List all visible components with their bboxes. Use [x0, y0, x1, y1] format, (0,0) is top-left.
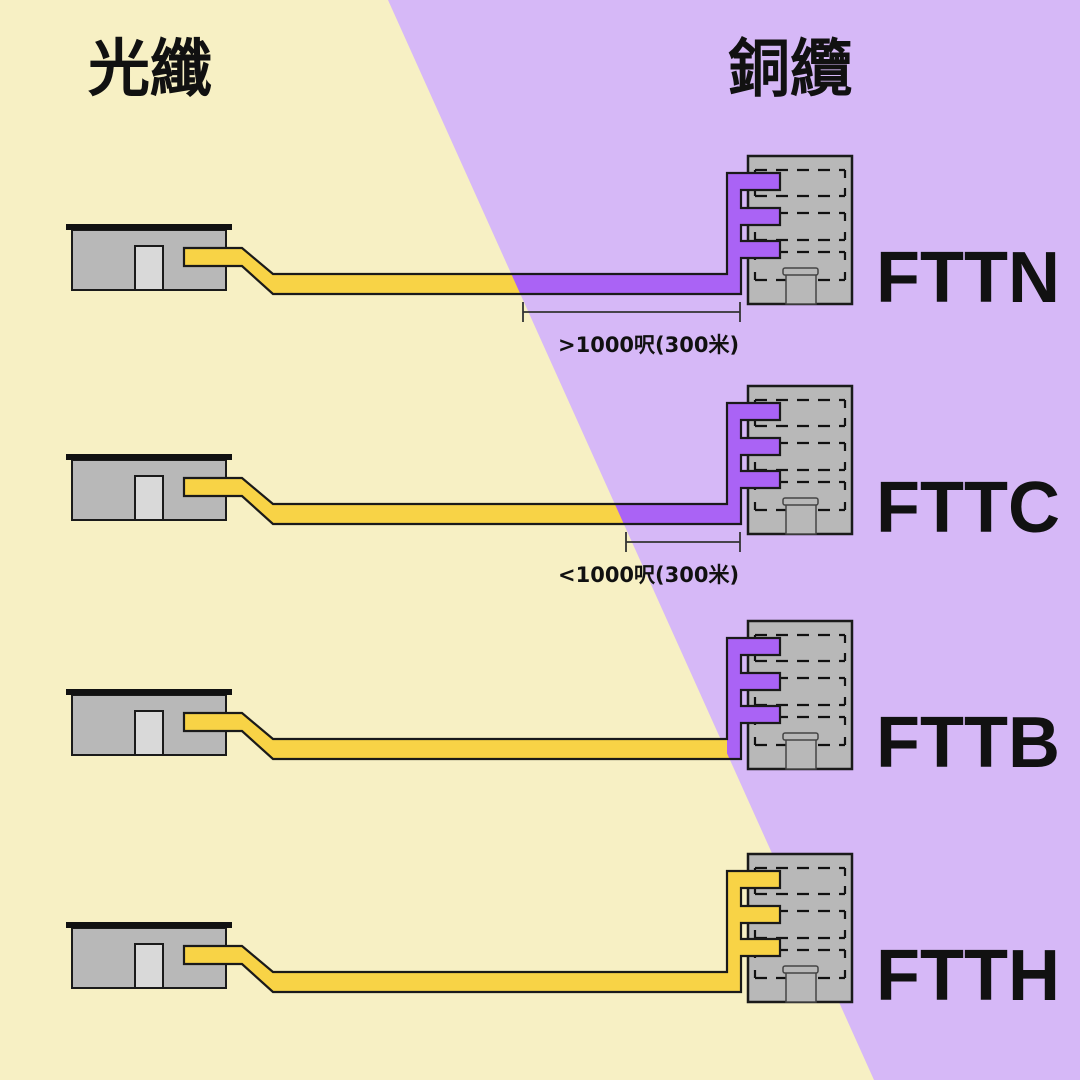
house-door	[134, 245, 164, 291]
floor-corner	[753, 737, 847, 745]
copper-cable	[388, 403, 780, 524]
row-fttc: FTTC <1000呎(300米)	[66, 384, 1060, 587]
copper-background	[388, 0, 1080, 1080]
house-door	[134, 475, 164, 521]
cable-outline	[182, 636, 782, 761]
house-roof	[66, 689, 232, 695]
building-entrance	[785, 971, 817, 1003]
building-entrance	[785, 738, 817, 770]
row-label-fttn: FTTN	[876, 238, 1060, 318]
house-roof	[66, 454, 232, 460]
fiber-cable	[184, 638, 780, 759]
distance-ruler	[522, 302, 741, 322]
house-door	[134, 710, 164, 756]
floor-corner	[753, 970, 847, 978]
building-entrance	[785, 273, 817, 305]
distance-ruler	[625, 532, 741, 552]
entrance-canopy	[782, 965, 819, 974]
row-label-fttc: FTTC	[876, 468, 1060, 548]
house-door	[134, 943, 164, 989]
cable-outline	[182, 869, 782, 994]
entrance-canopy	[782, 732, 819, 741]
row-fttb: FTTB	[66, 619, 1060, 783]
house-roof	[66, 224, 232, 230]
distance-label-fttc: <1000呎(300米)	[558, 563, 739, 587]
cable-outline	[182, 401, 782, 526]
floor-corner	[753, 502, 847, 510]
row-label-fttb: FTTB	[876, 703, 1060, 783]
building-entrance	[785, 503, 817, 535]
entrance-canopy	[782, 267, 819, 276]
distance-label-fttn: >1000呎(300米)	[558, 333, 739, 357]
floor-corner	[753, 462, 847, 470]
floor-corner	[753, 930, 847, 938]
fiber-heading: 光纖	[88, 32, 212, 105]
fiber-cable	[184, 871, 780, 992]
row-ftth: FTTH	[66, 852, 1060, 1016]
floor-corner	[753, 272, 847, 280]
house-roof	[66, 922, 232, 928]
row-fttn: FTTN >1000呎(300米)	[66, 154, 1060, 357]
copper-heading: 銅纜	[728, 32, 852, 105]
row-label-ftth: FTTH	[876, 936, 1060, 1016]
entrance-canopy	[782, 497, 819, 506]
copper-cable	[388, 173, 780, 294]
cable-outline	[182, 171, 782, 296]
floor-corner	[753, 697, 847, 705]
floor-corner	[753, 232, 847, 240]
